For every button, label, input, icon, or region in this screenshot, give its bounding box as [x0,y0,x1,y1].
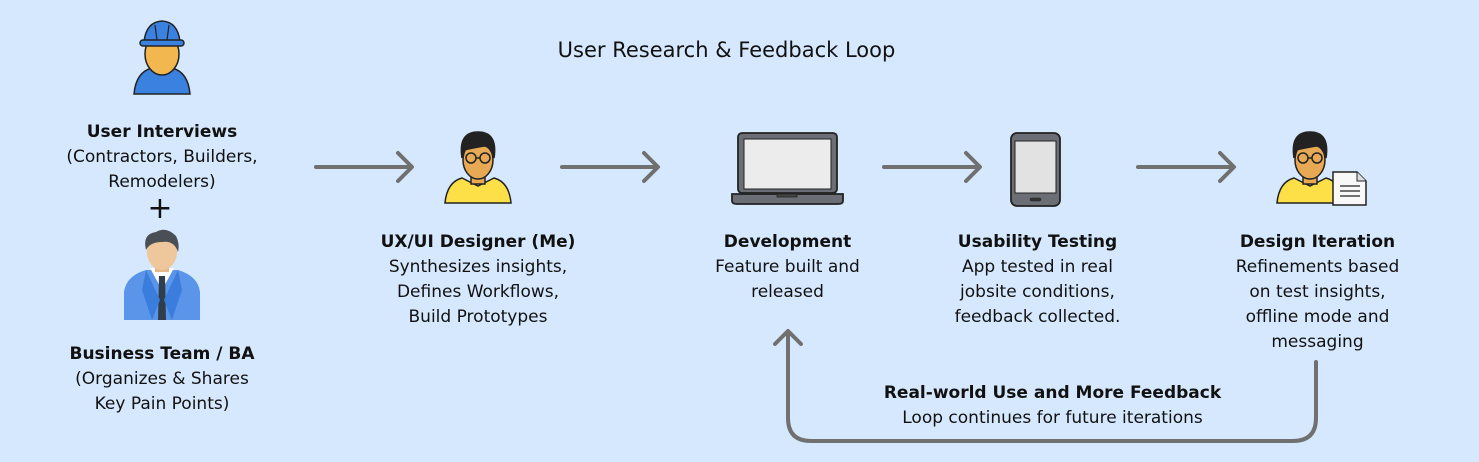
node-heading: Development [723,232,852,252]
node-heading: Design Iteration [1239,232,1396,252]
node-design-iteration: Design Iteration Refinements based on te… [1205,230,1430,355]
node-description: (Organizes & Shares Key Pain Points) [75,369,249,414]
node-description: Feature built and released [715,257,860,302]
tablet-icon [1010,132,1061,207]
node-usability-testing: Usability Testing App tested in real job… [925,230,1150,330]
loop-heading: Real-world Use and More Feedback [883,383,1222,403]
laptop-icon [731,132,844,205]
node-designer: UX/UI Designer (Me) Synthesizes insights… [348,230,608,330]
designer-with-document-icon [1276,131,1367,206]
arrow-interviews-to-designer [314,151,414,183]
node-heading: Business Team / BA [69,344,255,364]
diagram-title: User Research & Feedback Loop [557,38,896,62]
node-heading: UX/UI Designer (Me) [380,232,576,252]
construction-worker-icon [133,20,191,95]
node-description: Synthesizes insights, Defines Workflows,… [388,257,568,327]
node-business-team: Business Team / BA (Organizes & Shares K… [30,342,294,417]
arrow-designer-to-development [560,151,660,183]
feedback-loop-label: Real-world Use and More Feedback Loop co… [820,381,1285,431]
node-description: App tested in real jobsite conditions, f… [954,257,1121,327]
feedback-loop-arrow [773,329,1318,443]
arrow-testing-to-iteration [1136,151,1236,183]
node-heading: Usability Testing [957,232,1118,252]
node-description: Refinements based on test insights, offl… [1235,257,1400,352]
node-user-interviews: User Interviews (Contractors, Builders, … [30,120,294,195]
plus-sign: + [147,191,173,226]
businessman-icon [124,229,200,320]
designer-person-icon [444,131,512,204]
node-description: (Contractors, Builders, Remodelers) [66,147,258,192]
loop-description: Loop continues for future iterations [902,408,1203,428]
node-development: Development Feature built and released [680,230,895,305]
arrow-development-to-testing [882,151,982,183]
node-heading: User Interviews [86,122,238,142]
